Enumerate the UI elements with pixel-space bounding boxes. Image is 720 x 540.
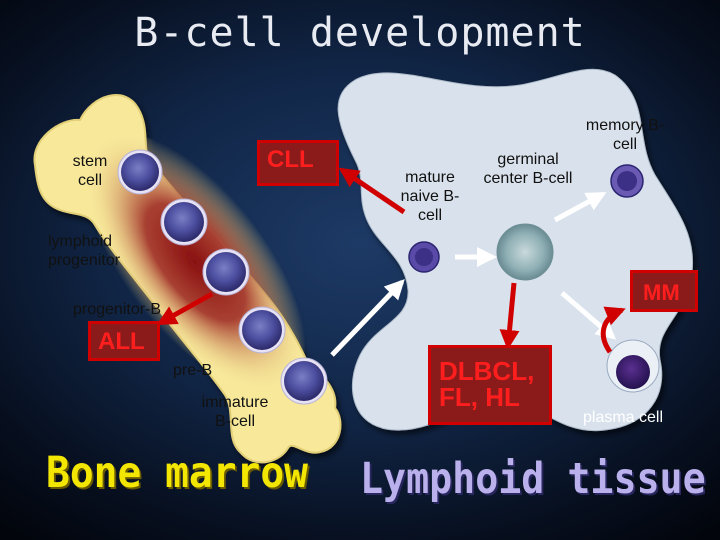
arrow-to-mm — [600, 306, 626, 354]
label-germinal-center-b: germinal center B-cell — [483, 151, 573, 187]
label-mature-naive-b: mature naive B-cell — [400, 169, 460, 224]
mature-naive-b-cell — [408, 241, 440, 273]
arrow-to-all — [156, 291, 214, 326]
label-memory-b: memory B-cell — [585, 117, 665, 153]
region-heading-lymphoid-tissue: Lymphoid tissue — [360, 454, 706, 504]
immature-b-cell — [280, 357, 328, 405]
disease-box-dlbcl: DLBCL, FL, HL — [428, 345, 552, 425]
pre-b-cell — [238, 306, 286, 354]
plasma-cell — [606, 339, 660, 393]
disease-box-all: ALL — [88, 321, 160, 361]
page-title: B-cell development — [134, 10, 586, 56]
label-plasma-cell: plasma cell — [583, 409, 664, 426]
arrow-to-dlbcl — [499, 282, 520, 350]
label-stem-cell: stem cell — [72, 153, 108, 189]
arrow-to-mature-b — [330, 279, 405, 357]
memory-b-cell — [610, 164, 644, 198]
label-progenitor-b: progenitor-B — [73, 301, 162, 318]
label-pre-b: pre-B — [173, 362, 213, 379]
label-lymphoid-progenitor: lymphoid progenitor — [48, 233, 121, 269]
region-heading-bone-marrow: Bone marrow — [46, 448, 308, 498]
disease-box-mm: MM — [630, 270, 698, 312]
disease-box-cll: CLL — [257, 140, 339, 186]
lymphoid-progenitor-cell — [160, 198, 208, 246]
arrow-to-memory-b — [553, 191, 607, 223]
stem-cell — [117, 149, 163, 195]
arrow-to-cll — [338, 167, 406, 215]
germinal-center-b-cell — [496, 223, 554, 281]
progenitor-b-cell — [202, 248, 250, 296]
label-immature-b: immature B-cell — [201, 394, 269, 430]
